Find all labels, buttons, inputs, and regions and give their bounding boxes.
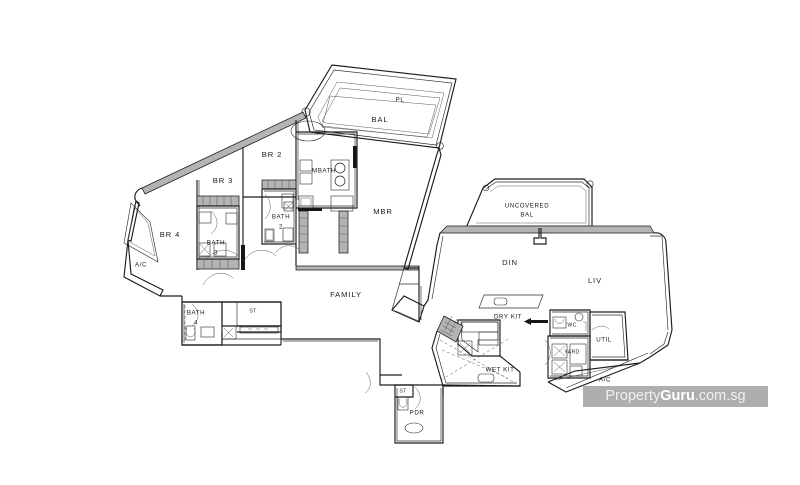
room-label-bath4-num: 4 [194,320,198,327]
room-label-st-lower: ST [399,388,406,394]
room-label-bath2-num: 2 [279,224,283,231]
room-label-ac-left: A/C [135,262,147,269]
room-label-uncovered-2: BAL [520,212,533,219]
outer-wall-left-wing [123,111,307,302]
room-label-util: UTIL [596,337,612,344]
room-labels: BAL PL MBATH MBR BR 2 BR 3 BR 4 BATH 2 B… [135,97,612,417]
lower-left-corridor [181,301,282,346]
watermark-suffix: .com.sg [694,388,746,405]
room-label-mbr: MBR [373,207,393,216]
room-label-bal: BAL [371,115,388,124]
wet-kitchen [431,315,521,387]
room-label-br3: BR 3 [213,176,233,185]
balcony-top [301,64,457,150]
corridor-joins [280,284,521,387]
bath-3 [196,205,240,260]
room-label-pdr: PDR [410,410,425,417]
room-label-yard: YARD [564,349,579,355]
family-area [280,244,420,394]
room-label-bath4: BATH [187,310,205,317]
room-label-bath3-num: 3 [214,250,218,257]
room-label-br2: BR 2 [262,150,282,159]
room-label-din: DIN [502,258,518,267]
room-label-uncovered: UNCOVERED [505,203,550,210]
room-label-family: FAMILY [330,290,362,299]
room-label-mbath: MBATH [312,168,336,175]
room-label-wc: WC [567,322,576,328]
room-label-br4: BR 4 [160,230,180,239]
watermark-text: PropertyGuru.com.sg [605,389,745,404]
outer-wall-mbr-east [391,146,442,323]
room-label-dry-kit: DRY KIT [494,314,522,321]
service-zone [524,309,629,379]
watermark-brand: Guru [660,388,695,405]
room-label-st-upper: ST [249,308,256,314]
dry-kitchen [478,294,544,309]
master-bathroom [290,120,358,212]
room-label-pl: PL [396,97,405,104]
room-label-liv: LIV [588,276,602,285]
room-label-ac-right: A/C [599,377,611,384]
room-label-bath2: BATH [272,214,290,221]
room-label-bath3: BATH [207,240,225,247]
room-label-wet-kit: WET KIT [486,367,515,374]
outer-wall-right-wing [423,225,673,393]
watermark-prefix: Property [605,388,661,405]
wardrobes [196,179,349,270]
propertyguru-watermark: PropertyGuru.com.sg [583,386,768,407]
